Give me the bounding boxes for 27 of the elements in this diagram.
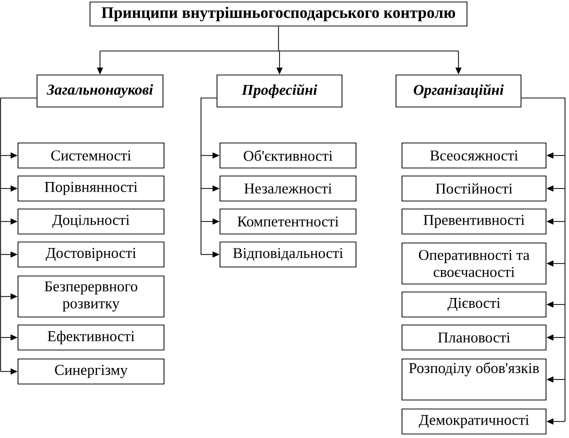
connector-line: [200, 98, 217, 255]
principle-box: Оперативності та своєчасності: [402, 242, 546, 284]
principle-box: Безперервного розвитку: [18, 276, 164, 318]
connector-line: [521, 98, 566, 422]
principle-box: Плановості: [402, 324, 546, 350]
heading-box: Принципи внутрішньогосподарського контролю: [90, 2, 468, 26]
category-box: Організаційні: [396, 74, 522, 108]
principle-box: Доцільності: [18, 208, 164, 234]
principle-box: Порівнянності: [18, 176, 164, 202]
principle-box: Дієвості: [402, 292, 546, 318]
category-box: Загальнонаукові: [36, 74, 164, 108]
principle-box: Компетентності: [220, 208, 356, 234]
principle-box: Об'єктивності: [220, 142, 356, 168]
principle-box: Демократичності: [402, 408, 546, 434]
principle-box: Достовірності: [18, 242, 164, 268]
principle-box: Всеосяжності: [402, 142, 546, 168]
connector-line: [100, 26, 459, 52]
principle-box: Синергізму: [18, 358, 164, 384]
connector-line: [0, 98, 37, 372]
principle-box: Превентивності: [402, 208, 546, 234]
principle-box: Ефективності: [18, 324, 164, 350]
category-box: Професійні: [216, 74, 342, 108]
principle-box: Розподілу обов'язків: [402, 358, 546, 400]
principle-box: Незалежності: [220, 176, 356, 202]
principle-box: Відповідальності: [220, 242, 356, 268]
principle-box: Системності: [18, 142, 164, 168]
principle-box: Постійності: [402, 176, 546, 202]
